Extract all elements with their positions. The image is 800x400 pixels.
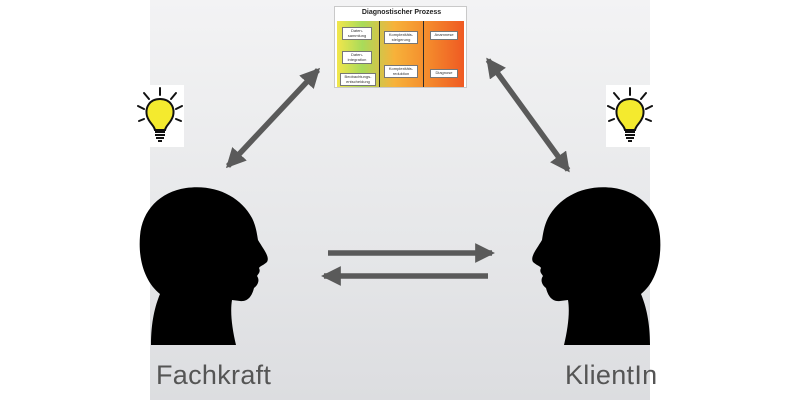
head-silhouette-icon	[532, 187, 661, 345]
left-margin-panel	[0, 0, 150, 400]
process-step-box: Daten- sammlung	[342, 27, 372, 40]
process-step-box: Daten- integration	[342, 51, 372, 64]
arrow-process-client	[485, 57, 571, 173]
light-bulb-icon	[136, 85, 184, 147]
process-step-box: Komplexitäts- reduktion	[384, 65, 418, 78]
arrow-professional-process	[225, 67, 321, 169]
process-step-box: Anamnese	[430, 31, 458, 40]
process-divider	[379, 21, 380, 87]
process-step-box: Komplexitäts- steigerung	[384, 31, 418, 44]
process-chart-body: Daten- sammlung Daten- integration Beoba…	[337, 21, 464, 87]
process-step-box: Beobachtungs- entscheidung	[340, 73, 376, 86]
professional-label: Fachkraft	[156, 360, 272, 390]
process-step-box: Diagnose	[430, 69, 458, 78]
process-chart-title: Diagnostischer Prozess	[361, 9, 442, 16]
right-margin-panel	[650, 0, 800, 400]
head-silhouette-icon	[139, 187, 268, 345]
light-bulb-icon	[606, 85, 654, 147]
process-divider	[423, 21, 424, 87]
client-label: KlientIn	[565, 360, 658, 390]
process-chart: Diagnostischer Prozess Daten- sammlung D…	[334, 6, 467, 88]
